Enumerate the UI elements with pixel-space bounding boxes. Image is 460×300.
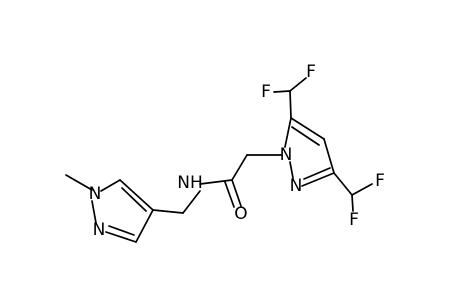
- bond-ch2-nh: [182, 190, 201, 214]
- bond-c5-n1-ring-a: [100, 179, 121, 192]
- bonds: [65, 77, 373, 243]
- bond-c3-chf2-right: [333, 172, 353, 196]
- bond-chf2-top-f2: [273, 90, 291, 93]
- bond-n2-c3-ring-a: [105, 231, 137, 243]
- bond-chf2-top-f1: [289, 77, 307, 92]
- atom-f-right-1: F: [375, 171, 385, 191]
- bond-c4-c5-ring-a: [119, 179, 154, 211]
- atom-amide-o: O: [234, 204, 247, 224]
- bond-n2-c3-ring-b-double: [303, 167, 331, 180]
- bond-n1-n2-ring-b: [289, 161, 294, 179]
- atom-n2-ring-b: N: [290, 176, 303, 196]
- atom-labels: N N NH O N N F F F F: [89, 62, 385, 240]
- bond-carbonyl-c-o-double: [224, 181, 235, 208]
- bond-methyl-n1: [65, 174, 93, 191]
- bond-chf2-right-f1: [351, 183, 373, 196]
- bond-c4-c5-ring-a-double: [121, 187, 147, 212]
- atom-f-right-2: F: [349, 210, 359, 230]
- bond-c3-c4-ring-b: [323, 138, 335, 174]
- bond-c4-ch2: [152, 209, 184, 214]
- bond-chf2-right-f2: [351, 194, 354, 212]
- bond-c5-n1-ring-b: [284, 117, 292, 148]
- bond-c5-chf2-top: [289, 90, 292, 119]
- atom-f-top-2: F: [261, 82, 271, 102]
- bond-carbonyl-c-ch2: [231, 154, 248, 181]
- bond-carbonyl-c-o: [231, 179, 242, 207]
- bond-nh-carbonyl-c: [199, 179, 233, 185]
- bond-n1-n2-ring-a: [91, 200, 97, 224]
- atom-amide-nh: NH: [177, 173, 203, 193]
- bond-c4-c5-ring-b-double: [291, 126, 320, 146]
- bond-n2-c3-ring-a-double: [108, 225, 135, 236]
- bond-c3-c4-ring-a: [135, 209, 154, 243]
- bond-n2-c3-ring-b: [301, 172, 335, 187]
- atom-n1-ring-b: N: [280, 145, 293, 165]
- atom-n2-ring-a: N: [93, 220, 106, 240]
- bond-c4-c5-ring-b: [290, 117, 325, 140]
- atom-f-top-1: F: [306, 62, 316, 82]
- atom-n1-ring-a: N: [89, 184, 102, 204]
